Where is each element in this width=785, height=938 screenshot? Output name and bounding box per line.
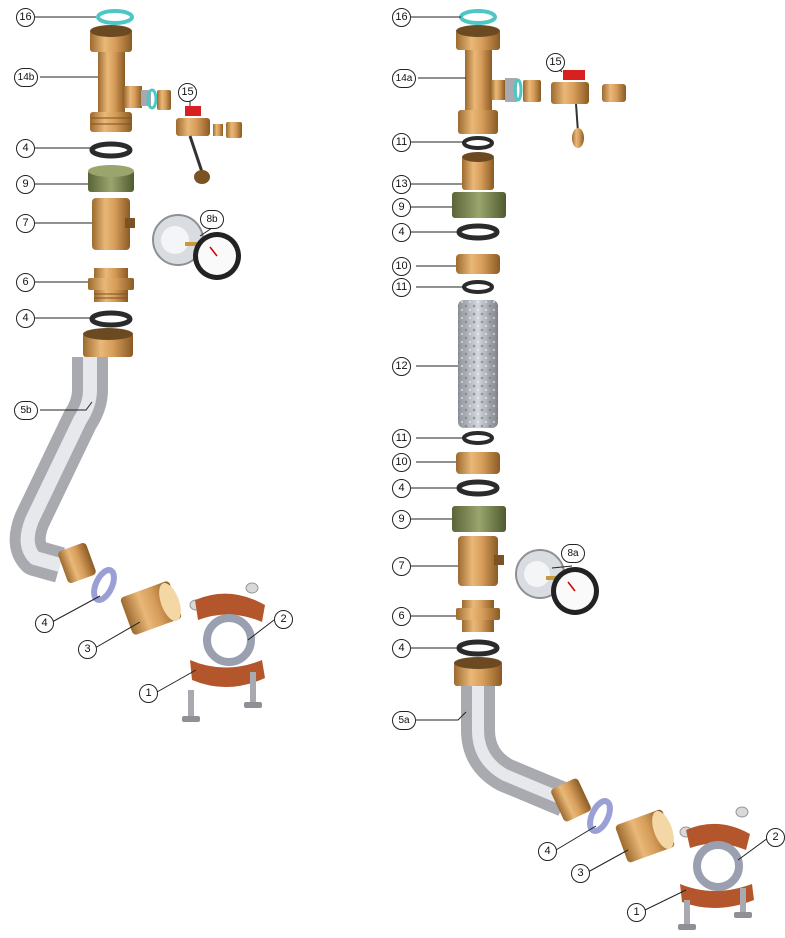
label-12: 12 (392, 357, 411, 376)
union-nut-9-upper-right (452, 192, 506, 218)
bolts-1-left (182, 672, 262, 722)
gasket-4-upper-left (89, 141, 133, 159)
ring-10-b (456, 452, 500, 474)
label-6-right: 6 (392, 607, 411, 626)
label-15-left: 15 (178, 83, 197, 102)
valve-body-7-right (458, 536, 504, 586)
ball-valve-15-right (551, 70, 626, 148)
side-seal-14b (146, 88, 158, 110)
adapter-3-right (615, 809, 675, 863)
label-14a: 14a (392, 69, 416, 88)
label-9-right-a: 9 (392, 198, 411, 217)
oring-11-b (462, 280, 494, 294)
label-7-right: 7 (392, 557, 411, 576)
thermometer-8b (152, 214, 241, 280)
gasket-4-middle-left (89, 310, 133, 328)
label-4-left-b: 4 (16, 309, 35, 328)
tee-piece-14a (456, 25, 505, 134)
label-11-a: 11 (392, 133, 411, 152)
thermometer-8a (515, 549, 599, 615)
union-nut-9-lower-right (452, 506, 506, 532)
fitting-13 (462, 152, 494, 190)
label-16-left: 16 (16, 8, 35, 27)
bolts-1-right (678, 888, 752, 930)
label-8b: 8b (200, 210, 224, 229)
label-1-left: 1 (139, 684, 158, 703)
tee-piece-14b (90, 25, 142, 132)
gasket-4-lower-left (91, 567, 117, 603)
ring-10-a (456, 254, 500, 274)
clamp-2-right (679, 806, 754, 909)
label-3-left: 3 (78, 640, 97, 659)
union-nut-9-left (88, 165, 134, 192)
side-nut-14b (157, 90, 171, 110)
label-13: 13 (392, 175, 411, 194)
label-4-right-a: 4 (392, 223, 411, 242)
gasket-4-d-right (587, 798, 613, 834)
filter-cartridge-12 (458, 300, 498, 428)
label-4-right-c: 4 (392, 639, 411, 658)
gasket-4-c-right (456, 639, 500, 657)
left-assembly (9, 9, 265, 722)
label-5b: 5b (14, 401, 38, 420)
right-assembly (452, 9, 754, 930)
side-nut-14a (523, 80, 541, 102)
label-5a: 5a (392, 711, 416, 730)
oring-11-c (462, 431, 494, 445)
label-15-right: 15 (546, 53, 565, 72)
gasket-4-a-right (456, 223, 500, 241)
label-16-right: 16 (392, 8, 411, 27)
ball-valve-15 (176, 106, 242, 184)
label-4-left-a: 4 (16, 139, 35, 158)
threaded-nipple-6-left (88, 268, 134, 302)
label-9-right-b: 9 (392, 510, 411, 529)
bent-pipe-5b (9, 328, 133, 583)
bent-pipe-5a (454, 657, 591, 822)
threaded-nipple-6-right (456, 600, 500, 632)
clamp-2-left (189, 582, 265, 688)
gasket-4-b-right (456, 479, 500, 497)
label-3-right: 3 (571, 864, 590, 883)
label-11-c: 11 (392, 429, 411, 448)
label-10-a: 10 (392, 257, 411, 276)
label-11-b: 11 (392, 278, 411, 297)
label-4-right-b: 4 (392, 479, 411, 498)
label-1-right: 1 (627, 903, 646, 922)
label-2-left: 2 (274, 610, 293, 629)
seal-ring-16-right (459, 9, 497, 25)
label-6-left: 6 (16, 273, 35, 292)
label-14b: 14b (14, 68, 38, 87)
valve-body-7-left (92, 198, 135, 250)
label-8a: 8a (561, 544, 585, 563)
leader-lines (35, 16, 769, 911)
side-seal-14a (513, 78, 523, 102)
label-10-b: 10 (392, 453, 411, 472)
oring-11-a (462, 136, 494, 150)
label-9-left: 9 (16, 175, 35, 194)
adapter-3-left (120, 581, 182, 635)
label-4-left-c: 4 (35, 614, 54, 633)
label-4-right-d: 4 (538, 842, 557, 861)
seal-ring-16 (96, 9, 134, 25)
label-2-right: 2 (766, 828, 785, 847)
label-7-left: 7 (16, 214, 35, 233)
